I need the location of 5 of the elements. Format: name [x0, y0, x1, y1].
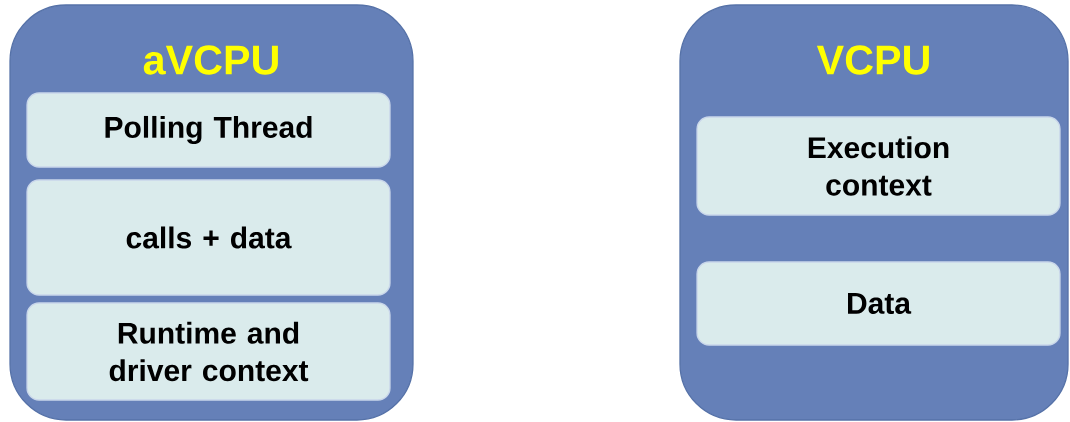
- component-box: Runtime and driver context: [26, 302, 391, 401]
- component-box: calls + data: [26, 179, 391, 296]
- component-box: Execution context: [696, 116, 1061, 216]
- component-box: Data: [696, 261, 1061, 346]
- component-box: Polling Thread: [26, 92, 391, 168]
